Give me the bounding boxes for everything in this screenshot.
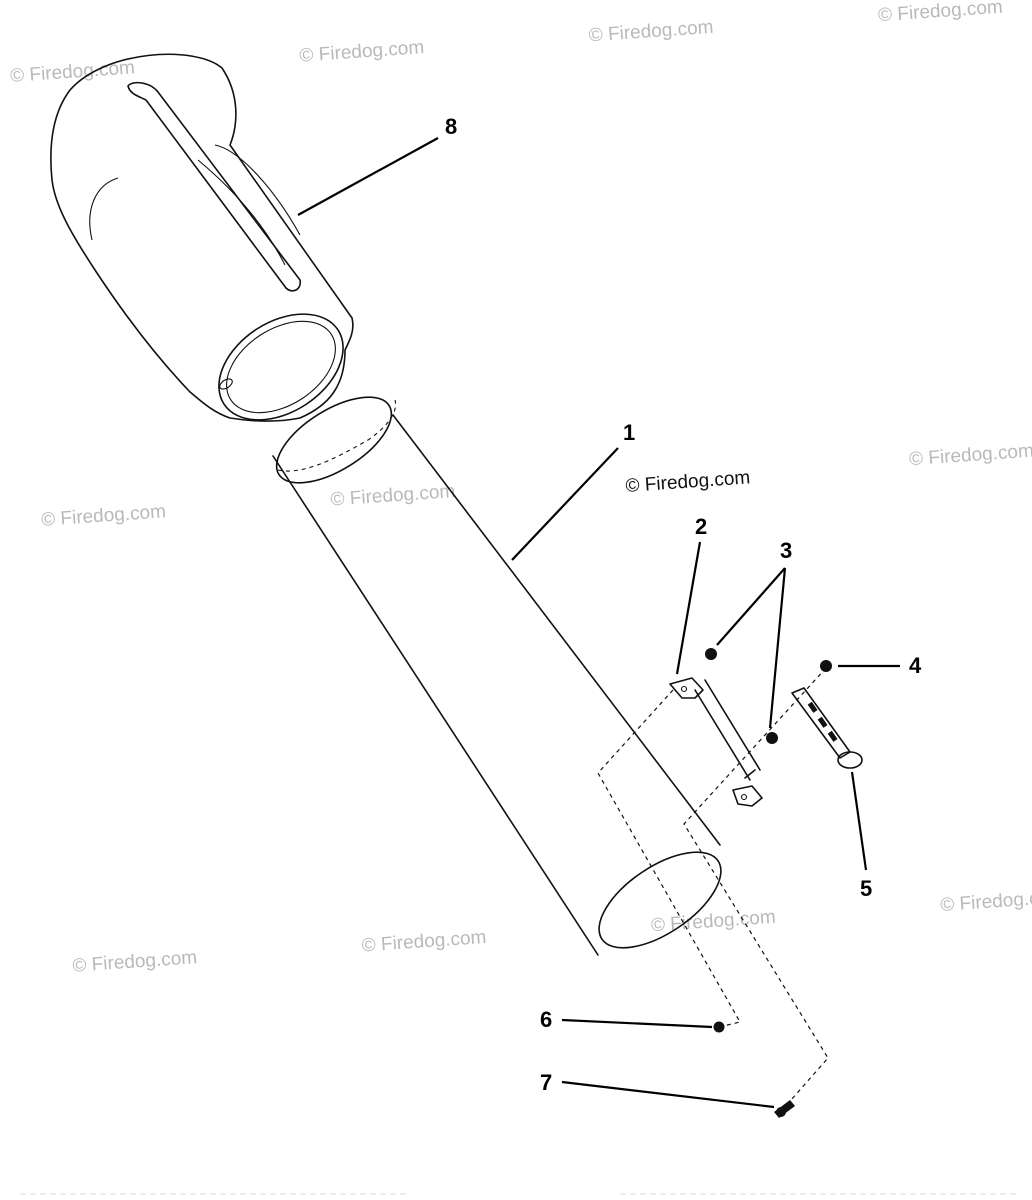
watermark-center: © Firedog.com bbox=[625, 467, 751, 497]
leader-2 bbox=[675, 541, 702, 675]
leader-3b bbox=[768, 567, 787, 729]
watermark-text: © Firedog.com bbox=[41, 501, 167, 531]
watermark-text: © Firedog.com bbox=[940, 886, 1032, 916]
leader-3a bbox=[716, 567, 786, 646]
part-1-exhaust-pipe bbox=[272, 396, 722, 956]
callout-7: 7 bbox=[540, 1070, 552, 1095]
watermark-text: © Firedog.com bbox=[72, 947, 198, 977]
watermark-text: © Firedog.com bbox=[361, 927, 487, 957]
part-3-nuts bbox=[705, 648, 778, 744]
callouts: 8 1 2 3 4 5 6 7 bbox=[445, 114, 922, 1095]
watermark-text: © Firedog.com bbox=[299, 37, 425, 67]
callout-6: 6 bbox=[540, 1007, 552, 1032]
leader-5 bbox=[850, 771, 868, 871]
watermark-text: © Firedog.com bbox=[588, 17, 714, 47]
leader-7 bbox=[561, 1080, 775, 1109]
assembly-lines bbox=[597, 667, 829, 1109]
callout-1: 1 bbox=[623, 420, 635, 445]
leader-1 bbox=[511, 447, 619, 561]
part-8-elbow-hood bbox=[50, 53, 354, 422]
callout-4: 4 bbox=[909, 653, 922, 678]
part-5-clamp-strap bbox=[791, 687, 863, 769]
part-2-bracket bbox=[669, 677, 763, 807]
leader-6 bbox=[561, 1018, 713, 1029]
part-7-bolt bbox=[774, 1100, 795, 1118]
watermark-text: © Firedog.com bbox=[650, 907, 776, 937]
watermarks: © Firedog.com © Firedog.com © Firedog.co… bbox=[10, 0, 1032, 977]
leader-8 bbox=[297, 137, 439, 216]
callout-5: 5 bbox=[860, 876, 872, 901]
callout-3: 3 bbox=[780, 538, 792, 563]
callout-8: 8 bbox=[445, 114, 457, 139]
part-6-screw bbox=[713, 1021, 725, 1033]
watermark-text: © Firedog.com bbox=[330, 481, 456, 511]
leader-lines bbox=[297, 137, 900, 1109]
part-4-nut bbox=[820, 660, 832, 672]
callout-2: 2 bbox=[695, 514, 707, 539]
watermark-text: © Firedog.com bbox=[877, 0, 1003, 26]
watermark-text: © Firedog.com bbox=[908, 441, 1032, 471]
